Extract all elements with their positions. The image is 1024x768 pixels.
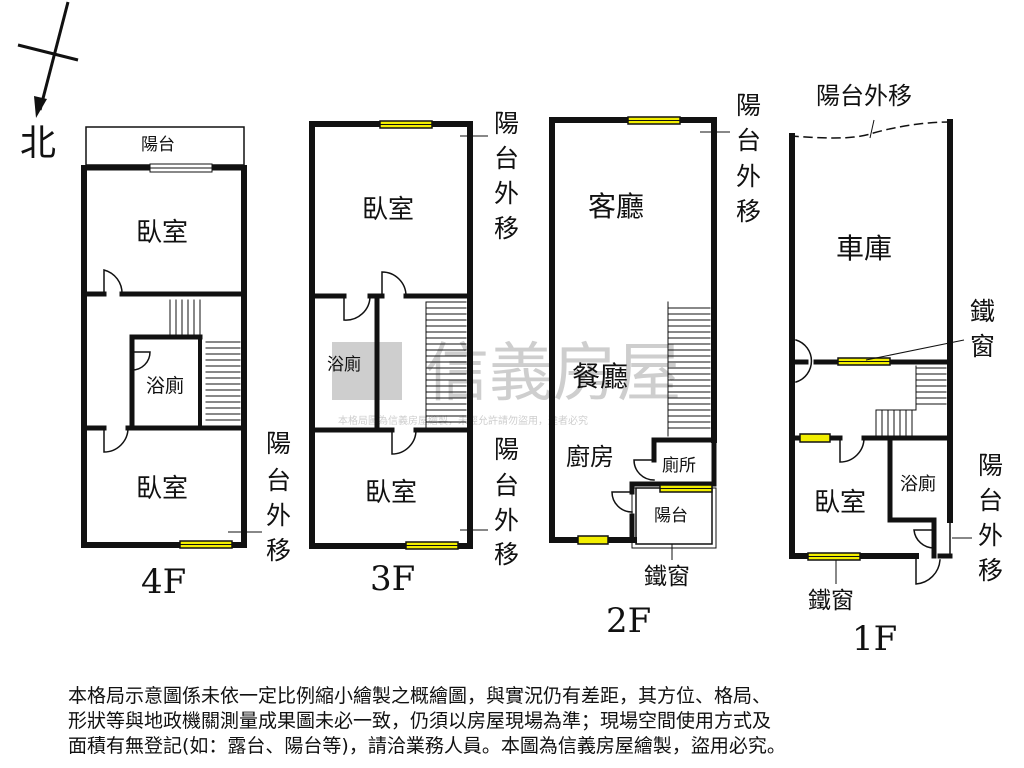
floor-2f [549, 116, 717, 549]
2f-note-char: 移 [736, 197, 761, 226]
3f-balcony-note-bottom: 陽 台 外 移 [494, 435, 519, 569]
1f-note-char: 外 [978, 521, 1003, 550]
2f-window-label: 鐵窗 [644, 564, 690, 590]
compass-cross [17, 43, 79, 62]
3f-window-top-icon [379, 120, 433, 129]
4f-balcony-note: 陽 台 外 移 [266, 429, 291, 565]
disclaimer-line: 本格局示意圖係未依一定比例縮小繪製之概繪圖，與實況仍有差距，其方位、格局、 [68, 685, 772, 707]
2f-label: 2F [606, 601, 651, 641]
3f-note-char: 移 [494, 214, 519, 243]
watermark-text: 本格局圖為信義房屋繪製，未經允許請勿盜用，違者必究 [338, 414, 588, 427]
1f-window-char: 窗 [970, 332, 995, 361]
4f-room-bath: 浴廁 [146, 374, 184, 397]
4f-room-bottom: 臥室 [136, 474, 188, 504]
1f-balcony-moved-label: 陽台外移 [816, 82, 912, 110]
2f-note-char: 外 [736, 162, 761, 191]
2f-doors [611, 459, 655, 513]
1f-doors [795, 339, 953, 585]
2f-room-kitchen: 廚房 [566, 443, 614, 471]
2f-room-balcony: 陽台 [654, 506, 688, 526]
disclaimer-line: 形狀等與地政機關測量成果圖未必一致，仍須以房屋現場為準；現場空間使用方式及 [68, 710, 772, 732]
1f-room-bedroom: 臥室 [814, 488, 866, 518]
3f-note-char: 陽 [494, 435, 519, 464]
4f-note-char: 外 [266, 501, 291, 530]
disclaimer: 本格局示意圖係未依一定比例縮小繪製之概繪圖，與實況仍有差距，其方位、格局、 形狀… [68, 684, 968, 759]
1f-window-char: 鐵 [970, 297, 995, 326]
floor-1f [789, 119, 953, 585]
3f-balcony-note-top: 陽 台 外 移 [494, 109, 519, 243]
4f-note-char: 陽 [266, 429, 291, 458]
1f-note-char: 移 [978, 556, 1003, 585]
3f-label: 3F [370, 559, 415, 599]
4f-note-char: 台 [266, 466, 291, 495]
1f-room-bath: 浴廁 [900, 473, 936, 495]
3f-note-char: 外 [494, 179, 519, 208]
compass-north-label: 北 [20, 123, 56, 164]
compass-needle [38, 1, 70, 111]
2f-balcony-note: 陽 台 外 移 [736, 91, 761, 226]
1f-window-mid-icon [837, 357, 891, 366]
2f-room-living: 客廳 [588, 190, 644, 223]
4f-room-top: 臥室 [136, 218, 188, 248]
2f-window-toilet-icon [659, 484, 713, 493]
floor-3f [309, 120, 473, 550]
3f-note-char: 陽 [494, 109, 519, 138]
watermark-logo-icon [332, 342, 402, 400]
2f-room-toilet: 廁所 [662, 455, 696, 476]
1f-window-right-label: 鐵 窗 [970, 297, 995, 361]
4f-label: 4F [141, 562, 186, 602]
3f-note-char: 台 [494, 471, 519, 500]
3f-doors [343, 271, 417, 455]
disclaimer-line: 面積有無登記(如：露台、陽台等)，請洽業務人員。本圖為信義房屋繪製，盜用必究。 [68, 735, 786, 757]
3f-room-bottom: 臥室 [365, 478, 417, 508]
3f-room-bath: 浴廁 [327, 354, 361, 375]
3f-note-char: 台 [494, 144, 519, 173]
compass: 北 [17, 1, 79, 164]
watermark: 信義房屋 本格局圖為信義房屋繪製，未經允許請勿盜用，違者必究 [332, 337, 681, 427]
1f-balcony-note: 陽 台 外 移 [978, 451, 1003, 585]
2f-window-top-icon [627, 116, 681, 125]
1f-note-char: 台 [978, 486, 1003, 515]
1f-label: 1F [852, 619, 897, 659]
2f-room-dining: 餐廳 [572, 360, 628, 393]
4f-doors [103, 269, 151, 453]
3f-room-top: 臥室 [362, 195, 414, 225]
1f-balcony-moved-line [789, 121, 951, 139]
2f-note-char: 台 [736, 126, 761, 155]
3f-note-char: 移 [494, 540, 519, 569]
1f-note-char: 陽 [978, 451, 1003, 480]
3f-window-bottom-icon [405, 541, 459, 550]
4f-note-char: 移 [266, 536, 291, 565]
1f-window-bottom-label: 鐵窗 [808, 588, 854, 614]
2f-note-char: 陽 [736, 91, 761, 120]
4f-balcony-label: 陽台 [141, 135, 175, 155]
1f-room-garage: 車庫 [836, 232, 892, 265]
compass-arrow-icon [34, 96, 47, 118]
3f-note-char: 外 [494, 506, 519, 535]
4f-window-icon [179, 540, 233, 549]
floor-4f [81, 126, 247, 549]
1f-window-bottom-icon [807, 552, 861, 561]
